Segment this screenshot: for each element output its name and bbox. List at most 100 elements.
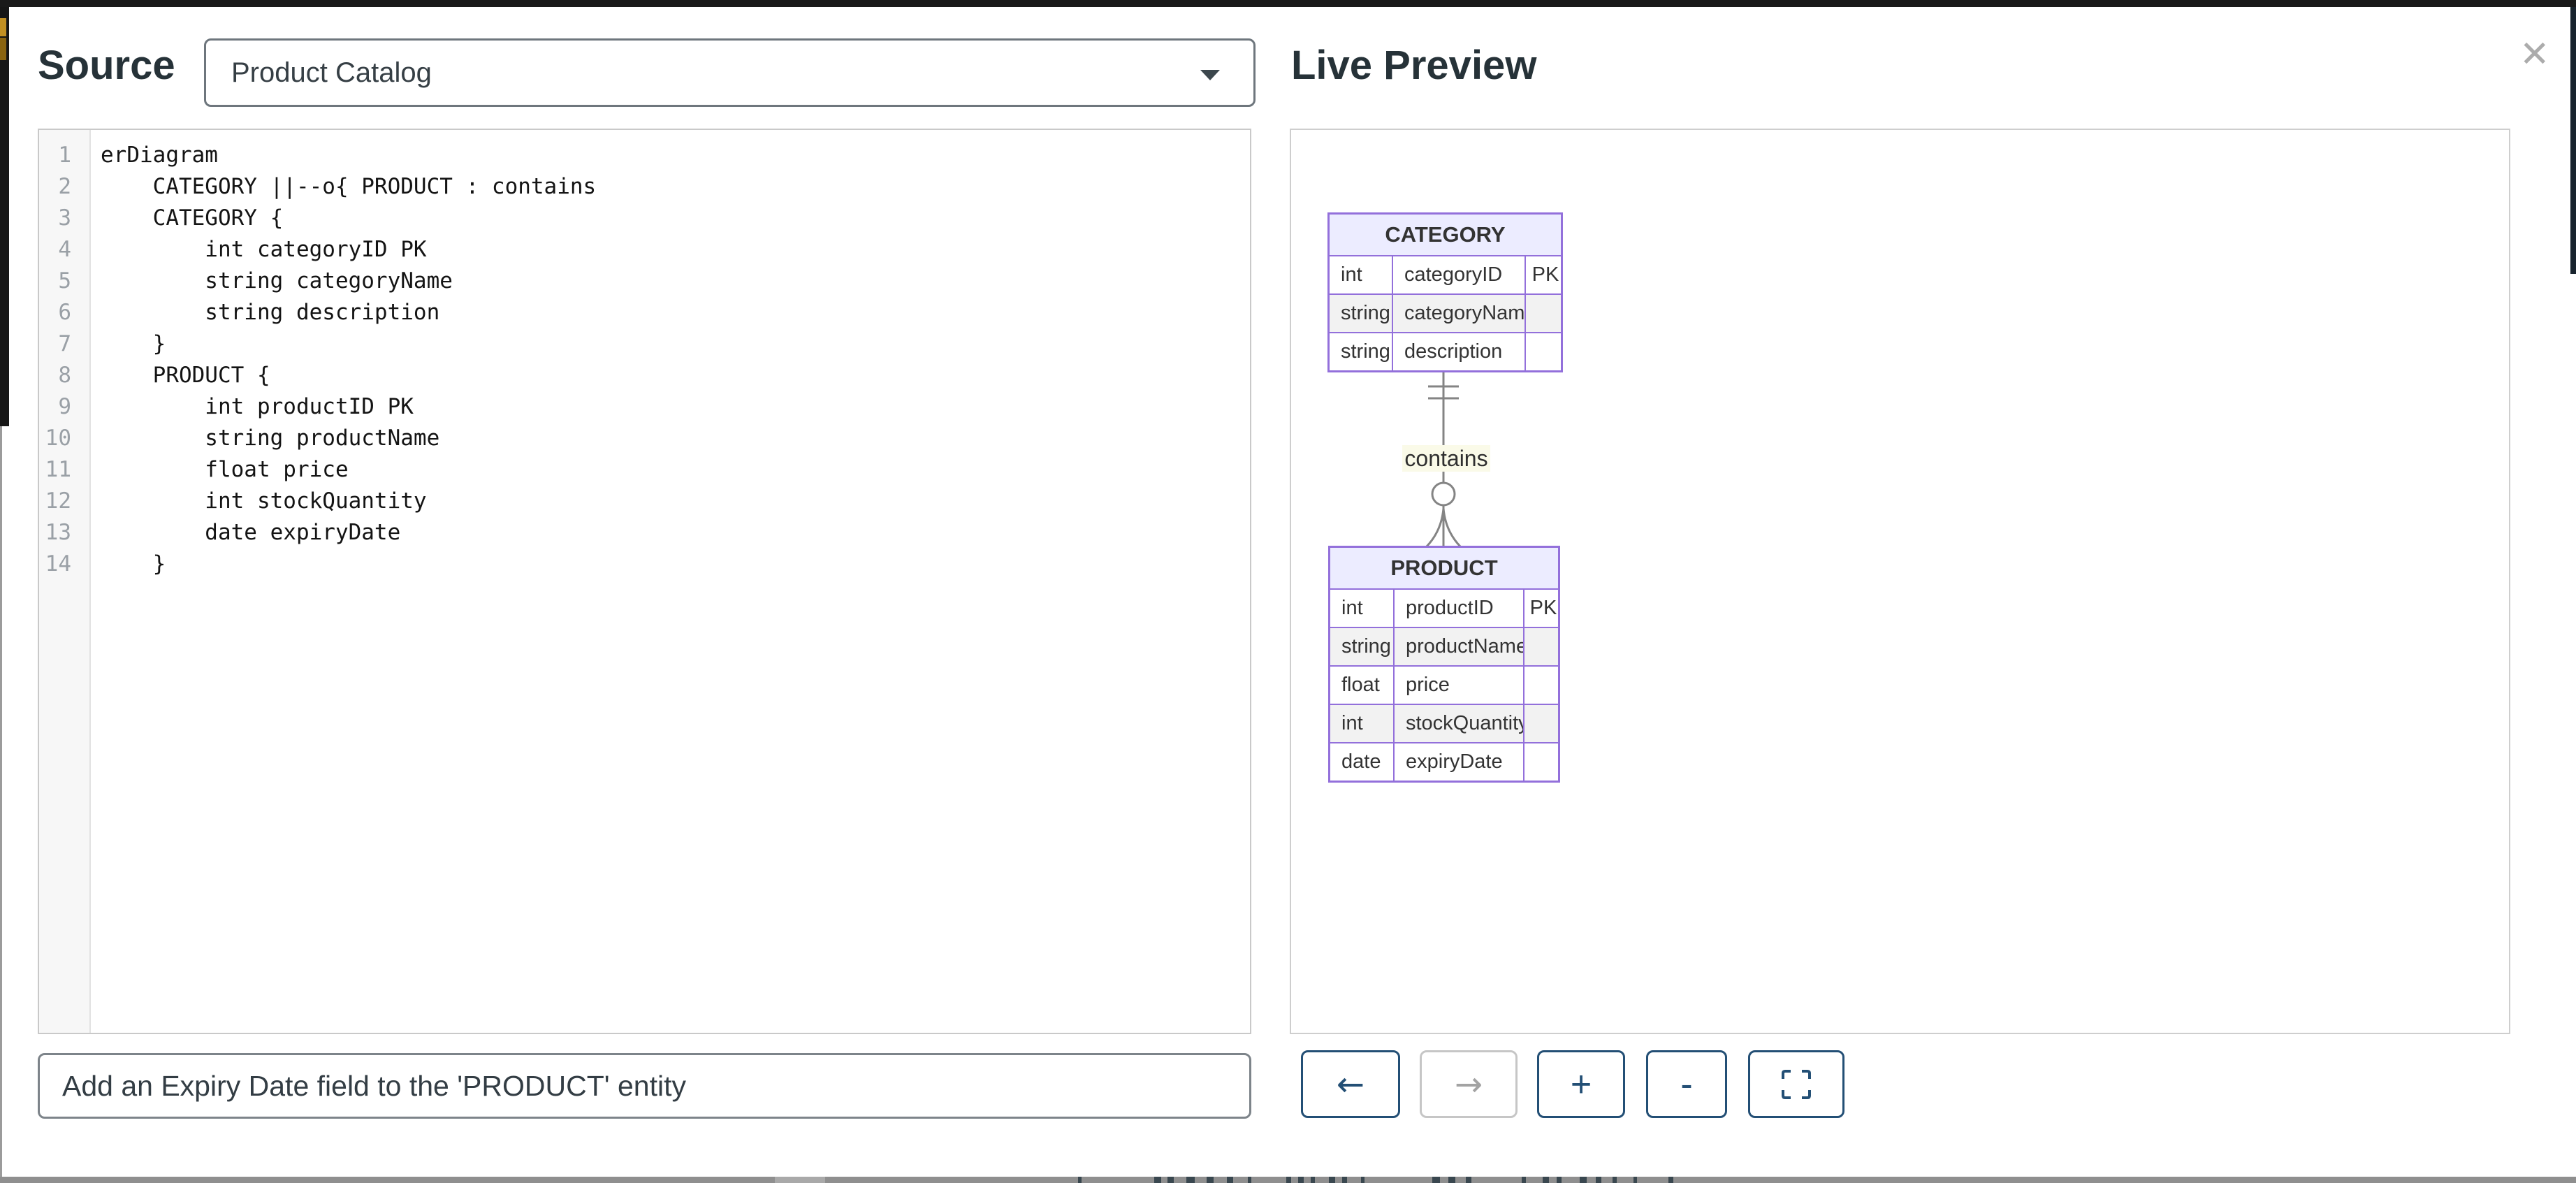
attribute-type: int: [1341, 712, 1363, 734]
line-number: 8: [58, 362, 71, 388]
attribute-key: [1523, 705, 1562, 742]
background-text-remnant: [1311, 1177, 1315, 1183]
line-number: 1: [58, 142, 71, 168]
background-text-remnant: [1154, 1177, 1161, 1183]
entity-name: CATEGORY: [1330, 215, 1561, 255]
background-text-remnant: [1342, 1177, 1347, 1183]
line-number: 12: [45, 488, 71, 514]
modal-left-edge: [0, 426, 2, 1177]
background-right-strip: [2570, 7, 2576, 274]
attribute-key: PK: [1525, 256, 1565, 293]
background-text-remnant: [1248, 1177, 1251, 1183]
attribute-name: categoryID: [1392, 256, 1525, 293]
background-amber-accent: [0, 38, 6, 60]
line-number-gutter: [39, 130, 91, 1033]
diagram-select-dropdown[interactable]: Product Catalog: [204, 38, 1256, 107]
fullscreen-icon: [1782, 1069, 1811, 1099]
attribute-type: float: [1341, 674, 1380, 696]
code-line: 8 PRODUCT {: [39, 359, 1250, 391]
background-text-remnant: [1329, 1177, 1335, 1183]
code-text: int categoryID PK: [101, 236, 427, 262]
zero-cardinality-marker: [1431, 481, 1456, 507]
entity-name: PRODUCT: [1330, 548, 1558, 588]
attribute-name: stockQuantity: [1393, 705, 1523, 742]
background-text-remnant: [1596, 1177, 1601, 1183]
background-text-remnant: [1186, 1177, 1195, 1183]
line-number: 4: [58, 236, 71, 262]
background-amber-accent: [0, 18, 6, 36]
zoom-out-button[interactable]: -: [1646, 1050, 1727, 1118]
code-text: string productName: [101, 425, 440, 451]
background-bottom-bar-segment: [775, 1177, 825, 1183]
background-text-remnant: [1668, 1177, 1673, 1183]
many-cardinality-marker: [1425, 508, 1445, 548]
attribute-type: int: [1341, 263, 1362, 286]
code-line: 4 int categoryID PK: [39, 233, 1250, 265]
attribute-type: string: [1341, 635, 1391, 658]
code-line: 1 erDiagram: [39, 139, 1250, 170]
relationship-label: contains: [1402, 445, 1490, 472]
code-line: 12 int stockQuantity: [39, 485, 1250, 516]
zoom-in-button[interactable]: +: [1537, 1050, 1625, 1118]
relationship-edge: [1425, 372, 1462, 548]
chevron-down-icon: [1200, 70, 1220, 80]
dropdown-selected-value: Product Catalog: [231, 57, 432, 88]
fullscreen-button[interactable]: [1748, 1050, 1844, 1118]
background-text-remnant: [1633, 1177, 1637, 1183]
plus-icon: +: [1570, 1064, 1592, 1105]
code-line: 6 string description: [39, 296, 1250, 328]
background-text-remnant: [1078, 1177, 1082, 1183]
code-text: }: [101, 551, 166, 576]
code-line: 7 }: [39, 328, 1250, 359]
background-text-remnant: [1286, 1177, 1291, 1183]
many-cardinality-marker: [1442, 508, 1462, 548]
arrow-right-icon: →: [1454, 1064, 1483, 1104]
preview-panel-title: Live Preview: [1291, 43, 1537, 88]
background-text-remnant: [1557, 1177, 1562, 1183]
code-text: string description: [101, 299, 440, 325]
line-number: 3: [58, 205, 71, 231]
close-icon[interactable]: ✕: [2519, 34, 2550, 75]
code-line: 11 float price: [39, 453, 1250, 485]
code-text: int productID PK: [101, 393, 414, 419]
code-text: PRODUCT {: [101, 362, 270, 388]
attribute-name: categoryName: [1392, 295, 1525, 332]
background-text-remnant: [1361, 1177, 1365, 1183]
line-number: 14: [45, 551, 71, 576]
line-number: 7: [58, 331, 71, 356]
minus-icon: -: [1680, 1064, 1693, 1105]
line-number: 5: [58, 268, 71, 293]
attribute-type: string: [1341, 340, 1390, 363]
background-text-remnant: [1522, 1177, 1526, 1183]
code-text: CATEGORY ||--o{ PRODUCT : contains: [101, 173, 597, 199]
code-text: float price: [101, 456, 349, 482]
undo-button[interactable]: ←: [1301, 1050, 1400, 1118]
redo-button[interactable]: →: [1420, 1050, 1518, 1118]
ai-prompt-input[interactable]: [38, 1053, 1251, 1119]
arrow-left-icon: ←: [1336, 1064, 1365, 1104]
code-line: 10 string productName: [39, 422, 1250, 453]
code-text: date expiryDate: [101, 519, 401, 545]
line-number: 10: [45, 425, 71, 451]
attribute-name: expiryDate: [1393, 743, 1523, 781]
attribute-name: productName: [1393, 628, 1523, 665]
line-number: 13: [45, 519, 71, 545]
attribute-key: [1523, 667, 1562, 704]
code-text: erDiagram: [101, 142, 218, 168]
line-number: 11: [45, 456, 71, 482]
code-line: 2 CATEGORY ||--o{ PRODUCT : contains: [39, 170, 1250, 202]
attribute-key: [1525, 333, 1565, 370]
background-text-remnant: [1298, 1177, 1304, 1183]
code-text: CATEGORY {: [101, 205, 284, 231]
attribute-key: [1525, 295, 1565, 332]
